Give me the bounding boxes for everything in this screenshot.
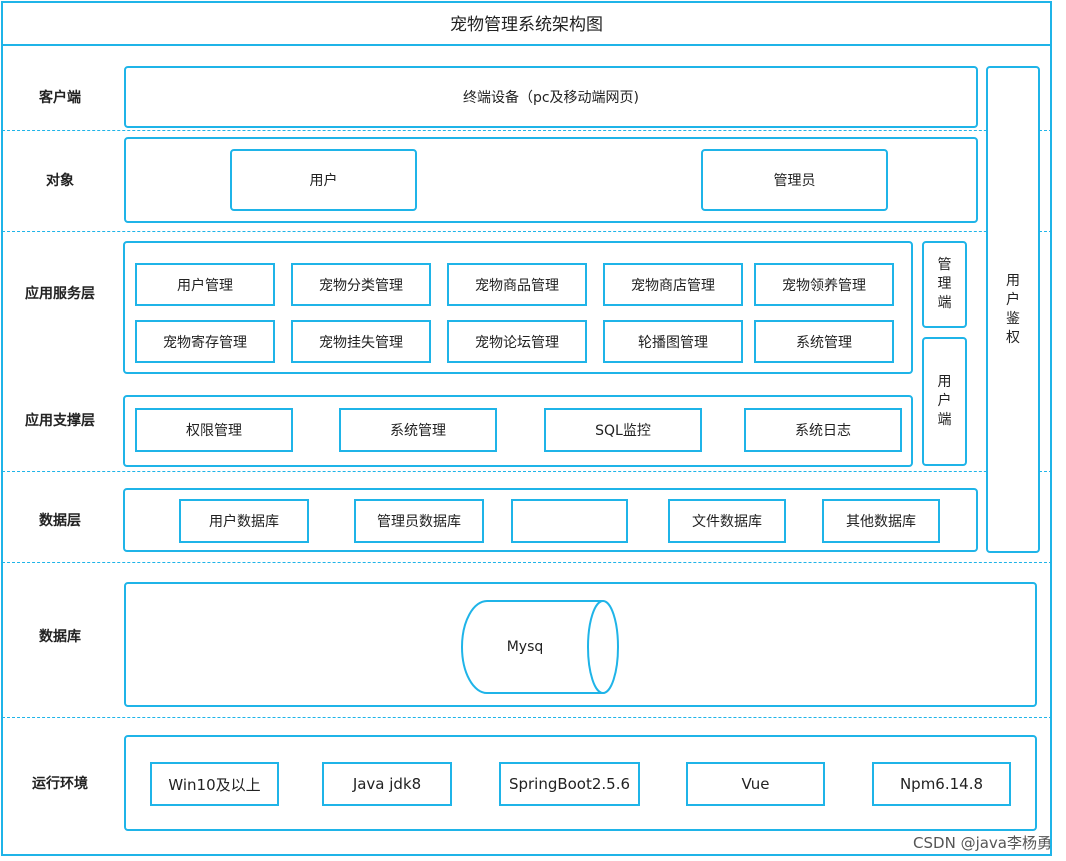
layer-label-runtime: 运行环境 [32,776,88,792]
database-engine-label: Mysq [506,639,544,655]
data-item: 管理员数据库 [354,499,484,543]
separator [2,471,1052,472]
user-side-char: 用 [937,374,952,390]
service-item: 宠物分类管理 [291,263,431,306]
env-item: Npm6.14.8 [872,762,1011,806]
env-item: Win10及以上 [150,762,279,806]
data-item: 其他数据库 [822,499,940,543]
database-cylinder-icon [461,600,619,694]
client-device-text: 终端设备（pc及移动端网页) [462,90,640,106]
data-item [511,499,628,543]
client-container [124,66,978,128]
support-item: SQL监控 [544,408,702,452]
separator [2,130,1052,131]
separator [2,231,1052,232]
diagram-title: 宠物管理系统架构图 [1,1,1052,46]
layer-label-app-service: 应用服务层 [25,286,95,302]
data-item: 用户数据库 [179,499,309,543]
user-side-box: 用 户 端 [922,337,967,466]
watermark: CSDN @java李杨勇 [913,834,1052,852]
admin-side-char: 端 [937,295,952,311]
data-item: 文件数据库 [668,499,786,543]
separator [2,717,1052,718]
service-item: 宠物商品管理 [447,263,587,306]
service-item: 宠物论坛管理 [447,320,587,363]
service-item: 宠物挂失管理 [291,320,431,363]
admin-side-box: 管 理 端 [922,241,967,328]
user-auth-char: 权 [1006,329,1020,346]
layer-label-objects: 对象 [46,173,74,189]
admin-side-char: 管 [937,257,952,273]
service-item: 宠物领养管理 [754,263,894,306]
user-side-char: 户 [937,393,952,409]
env-item: Java jdk8 [322,762,452,806]
env-item: Vue [686,762,825,806]
service-item: 轮播图管理 [603,320,743,363]
separator [2,562,1052,563]
user-auth-box: 用 户 鉴 权 [986,66,1040,553]
object-admin: 管理员 [701,149,888,211]
diagram-frame [1,1,1052,856]
object-user: 用户 [230,149,417,211]
admin-side-char: 理 [937,276,952,292]
user-auth-char: 鉴 [1006,310,1020,327]
support-item: 系统日志 [744,408,902,452]
service-item: 宠物商店管理 [603,263,743,306]
user-auth-char: 户 [1006,291,1020,308]
layer-label-app-support: 应用支撑层 [25,413,95,429]
user-side-char: 端 [937,412,952,428]
user-auth-char: 用 [1006,272,1020,289]
support-item: 系统管理 [339,408,497,452]
env-item: SpringBoot2.5.6 [499,762,640,806]
layer-label-data-layer: 数据层 [39,513,81,529]
service-item: 用户管理 [135,263,275,306]
layer-label-client: 客户端 [39,90,81,106]
layer-label-database: 数据库 [39,629,81,645]
service-item: 宠物寄存管理 [135,320,275,363]
support-item: 权限管理 [135,408,293,452]
service-item: 系统管理 [754,320,894,363]
